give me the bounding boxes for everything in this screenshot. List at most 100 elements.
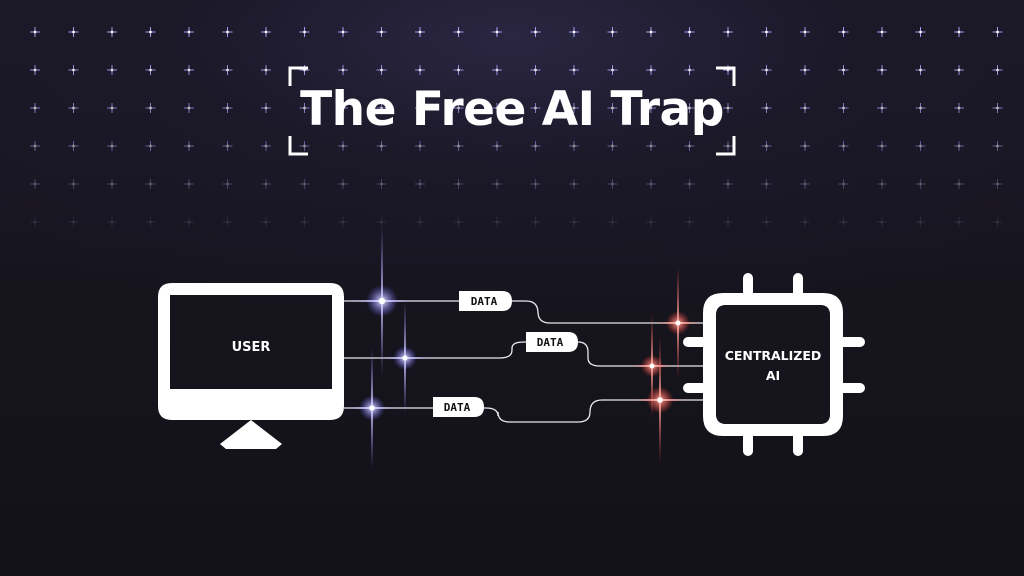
grid-star [338, 103, 348, 113]
grid-star [261, 65, 271, 75]
grid-star [915, 65, 926, 75]
bracket-top-left [288, 66, 308, 86]
grid-star [646, 179, 656, 189]
grid-star [800, 65, 810, 75]
grid-star [992, 103, 1003, 113]
grid-star [453, 141, 464, 151]
grid-star [761, 141, 772, 151]
grid-star [646, 217, 656, 227]
data-pill-1: DATA [459, 291, 512, 311]
grid-star [68, 27, 79, 37]
connection-line-3 [344, 399, 704, 423]
grid-star [184, 65, 194, 75]
grid-star [376, 103, 387, 113]
grid-star [684, 103, 695, 113]
grid-star [184, 179, 194, 189]
grid-star [607, 217, 618, 227]
grid-star [376, 179, 387, 189]
grid-star [107, 103, 117, 113]
grid-star [684, 65, 695, 75]
grid-star [684, 179, 695, 189]
grid-star [877, 27, 887, 37]
grid-star [222, 217, 233, 227]
data-pill-label: DATA [471, 295, 498, 308]
grid-star [222, 65, 233, 75]
grid-star [453, 217, 464, 227]
grid-star [453, 27, 464, 37]
grid-star [415, 65, 425, 75]
grid-star [569, 27, 579, 37]
grid-star [299, 27, 310, 37]
grid-star [915, 27, 926, 37]
grid-star [915, 103, 926, 113]
grid-star [145, 103, 156, 113]
grid-star [684, 217, 695, 227]
page-title: The Free AI Trap [300, 82, 724, 137]
grid-star [492, 217, 502, 227]
grid-star [376, 27, 387, 37]
grid-star [453, 179, 464, 189]
grid-star [492, 103, 502, 113]
grid-star [68, 65, 79, 75]
glow-flare [382, 301, 428, 415]
target-label-line1: CENTRALIZED [725, 348, 822, 363]
grid-star [222, 141, 233, 151]
grid-star [145, 65, 156, 75]
grid-star [915, 141, 926, 151]
connection-line-1 [344, 300, 704, 324]
grid-star [222, 27, 233, 37]
grid-star [222, 179, 233, 189]
title-frame-brackets [288, 66, 736, 156]
grid-star [569, 179, 579, 189]
grid-star [877, 65, 887, 75]
grid-star [107, 217, 117, 227]
grid-star [30, 141, 40, 151]
grid-star [684, 27, 695, 37]
grid-star [992, 65, 1003, 75]
chip-icon: CENTRALIZED AI [683, 273, 865, 456]
grid-star [107, 65, 117, 75]
grid-star [184, 141, 194, 151]
grid-star [68, 179, 79, 189]
grid-star [607, 103, 618, 113]
grid-star [954, 65, 964, 75]
grid-star [30, 65, 40, 75]
grid-star [954, 103, 964, 113]
grid-star [838, 65, 849, 75]
grid-star [299, 103, 310, 113]
grid-star [415, 179, 425, 189]
grid-star [877, 141, 887, 151]
grid-star [723, 217, 733, 227]
grid-star [761, 27, 772, 37]
grid-star [530, 65, 541, 75]
grid-star [261, 141, 271, 151]
grid-star [145, 141, 156, 151]
grid-star [723, 141, 733, 151]
grid-star [800, 217, 810, 227]
grid-star [338, 65, 348, 75]
grid-star [877, 103, 887, 113]
grid-star [684, 141, 695, 151]
grid-star [415, 217, 425, 227]
grid-star [800, 141, 810, 151]
glow-flare [631, 313, 673, 419]
grid-star [800, 103, 810, 113]
grid-star [838, 27, 849, 37]
grid-star [569, 141, 579, 151]
grid-star [30, 27, 40, 37]
glow-flare [352, 226, 412, 376]
grid-star [376, 65, 387, 75]
grid-star [569, 65, 579, 75]
grid-star [761, 65, 772, 75]
grid-star [877, 179, 887, 189]
grid-star [992, 179, 1003, 189]
grid-star [992, 27, 1003, 37]
grid-star [145, 27, 156, 37]
grid-star [30, 179, 40, 189]
grid-star [569, 217, 579, 227]
grid-star [954, 27, 964, 37]
data-pill-label: DATA [537, 336, 564, 349]
data-pill-3: DATA [433, 397, 484, 417]
